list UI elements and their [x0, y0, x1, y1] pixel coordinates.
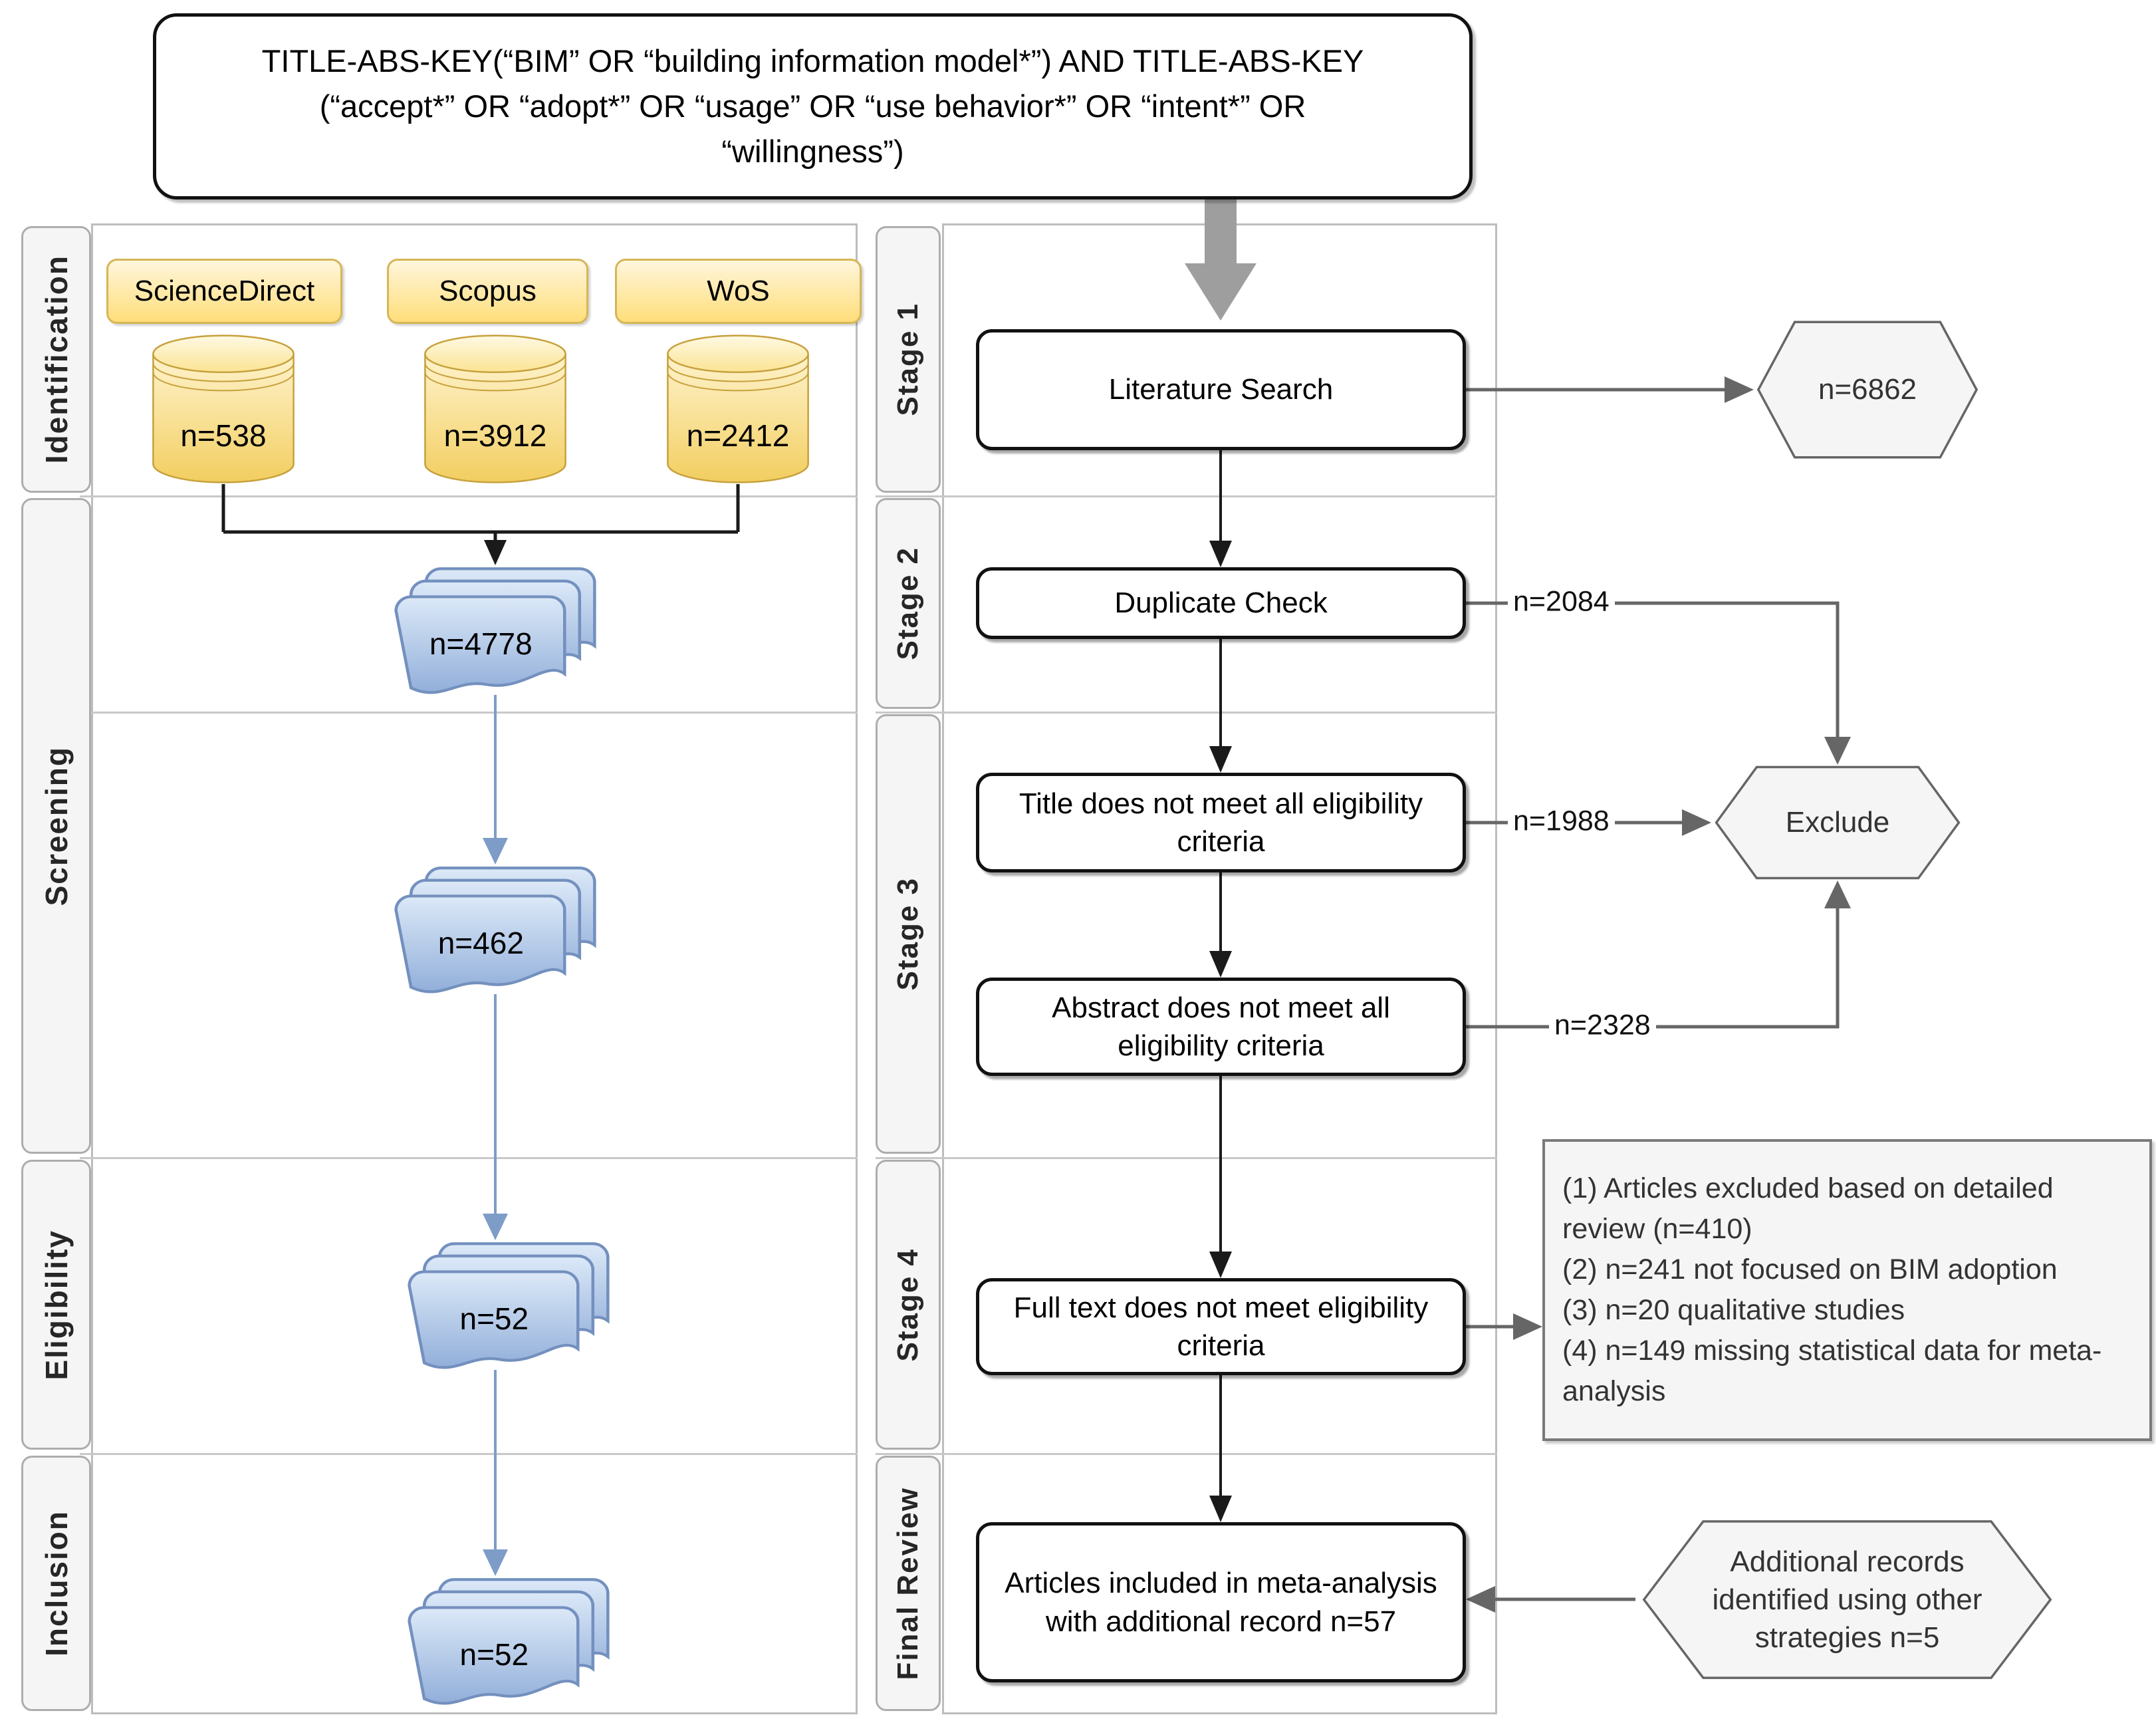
flow-arrowhead-2 [1209, 746, 1232, 773]
database-cylinder-wos: n=2412 [665, 332, 811, 485]
lane-stage-2: Stage 2 [876, 498, 941, 709]
note-line-4: (4) n=149 missing statistical data for m… [1562, 1335, 2102, 1408]
stack-count: n=52 [459, 1301, 529, 1337]
note-line-3: (3) n=20 qualitative studies [1562, 1294, 1905, 1326]
edge-title-to-exclude-head [1682, 809, 1711, 836]
search-query-text: TITLE-ABS-KEY(“BIM” OR “building informa… [261, 43, 1364, 170]
edge-abstract-to-exclude-head [1824, 880, 1851, 908]
document-stack-52-eligibility: n=52 [406, 1240, 612, 1370]
source-wos: WoS [615, 259, 862, 324]
database-cylinder-scopus: n=3912 [422, 332, 568, 485]
documents-icon [408, 1242, 610, 1369]
process-duplicate-check: Duplicate Check [976, 567, 1466, 639]
process-fulltext-screen: Full text does not meet eligibility crit… [976, 1278, 1466, 1375]
source-scopus-count: n=3912 [443, 418, 547, 454]
row-divider [876, 1157, 1497, 1159]
source-sciencedirect-label: ScienceDirect [134, 275, 315, 307]
documents-icon [408, 1578, 610, 1705]
stack-arrowhead-3 [483, 1549, 508, 1576]
flow-arrowhead-1 [1209, 541, 1232, 567]
db-merge-connector [221, 484, 740, 547]
lane-stage-1: Stage 1 [876, 226, 941, 493]
hexagon-search-total: n=6862 [1754, 319, 1981, 460]
stack-arrowhead-1 [483, 838, 508, 864]
cylinder-icon [665, 332, 811, 485]
note-line-1: (1) Articles excluded based on detailed … [1562, 1172, 2054, 1245]
source-scopus: Scopus [387, 259, 588, 324]
edge-literature-to-total-head [1725, 376, 1754, 403]
process-label: Title does not meet all eligibility crit… [1018, 787, 1423, 858]
edge-additional-to-included-head [1466, 1586, 1495, 1613]
lane-stage-4: Stage 4 [876, 1160, 941, 1450]
query-down-arrow [1185, 199, 1257, 321]
lane-final-review: Final Review [876, 1456, 941, 1711]
source-wos-count: n=2412 [686, 418, 790, 454]
hexagon-icon [1754, 319, 1981, 460]
lane-identification: Identification [21, 226, 91, 493]
note-line-2: (2) n=241 not focused on BIM adoption [1562, 1253, 2058, 1285]
process-title-screen: Title does not meet all eligibility crit… [976, 773, 1466, 872]
flow-arrowhead-3 [1209, 951, 1232, 978]
row-divider [91, 712, 858, 714]
process-label: Articles included in meta-analysis with … [1005, 1567, 1437, 1638]
edge-fulltext-to-note-head [1513, 1313, 1542, 1340]
lane-screening: Screening [21, 498, 91, 1154]
row-divider [876, 1453, 1497, 1455]
stack-count: n=462 [437, 926, 524, 961]
row-divider [80, 1453, 858, 1455]
document-stack-4778: n=4778 [392, 565, 598, 695]
row-divider [80, 1157, 858, 1159]
flow-arrowhead-5 [1209, 1496, 1232, 1522]
hexagon-search-total-label: n=6862 [1818, 373, 1917, 406]
source-sciencedirect: ScienceDirect [106, 259, 342, 324]
edge-duplicate-to-exclude [1466, 601, 1840, 742]
row-divider [876, 712, 1497, 714]
documents-icon [394, 866, 596, 993]
row-divider [80, 495, 858, 497]
db-merge-arrowhead [484, 540, 507, 565]
process-abstract-screen: Abstract does not meet all eligibility c… [976, 978, 1466, 1076]
document-stack-462: n=462 [392, 864, 598, 994]
source-scopus-label: Scopus [439, 275, 537, 307]
lane-stage-3: Stage 3 [876, 714, 941, 1154]
hexagon-exclude-label: Exclude [1785, 806, 1890, 839]
search-query-box: TITLE-ABS-KEY(“BIM” OR “building informa… [153, 13, 1473, 199]
edge-label-title-excluded: n=1988 [1508, 805, 1615, 838]
stack-count: n=4778 [429, 626, 533, 662]
stack-arrowhead-2 [483, 1214, 508, 1240]
process-articles-included: Articles included in meta-analysis with … [976, 1522, 1466, 1682]
edge-label-duplicates: n=2084 [1508, 585, 1615, 618]
cylinder-icon [422, 332, 568, 485]
edge-label-abstract-excluded: n=2328 [1549, 1009, 1656, 1042]
hexagon-exclude: Exclude [1711, 765, 1964, 880]
hexagon-additional-records-label: Additional records identified using othe… [1712, 1545, 1982, 1655]
hexagon-icon [1635, 1518, 2059, 1681]
hexagon-additional-records: Additional records identified using othe… [1635, 1518, 2059, 1681]
process-label: Abstract does not meet all eligibility c… [1052, 991, 1390, 1062]
hexagon-icon [1711, 765, 1964, 880]
exclusion-reasons-note: (1) Articles excluded based on detailed … [1542, 1139, 2152, 1441]
lane-eligibility: Eligibility [21, 1160, 91, 1450]
source-wos-label: WoS [707, 275, 770, 307]
process-label: Full text does not meet eligibility crit… [1013, 1291, 1429, 1362]
cylinder-icon [150, 332, 297, 485]
edge-duplicate-to-exclude-head [1824, 737, 1851, 765]
stack-count: n=52 [459, 1637, 529, 1672]
lane-inclusion: Inclusion [21, 1456, 91, 1711]
source-sciencedirect-count: n=538 [180, 418, 267, 454]
document-stack-52-inclusion: n=52 [406, 1576, 612, 1706]
database-cylinder-sciencedirect: n=538 [150, 332, 297, 485]
process-literature-search: Literature Search [976, 329, 1466, 450]
documents-icon [394, 567, 596, 694]
flow-arrowhead-4 [1209, 1252, 1232, 1278]
row-divider [876, 495, 1497, 497]
process-label: Duplicate Check [1114, 587, 1328, 620]
edge-abstract-to-exclude [1466, 903, 1840, 1029]
process-label: Literature Search [1108, 373, 1334, 406]
